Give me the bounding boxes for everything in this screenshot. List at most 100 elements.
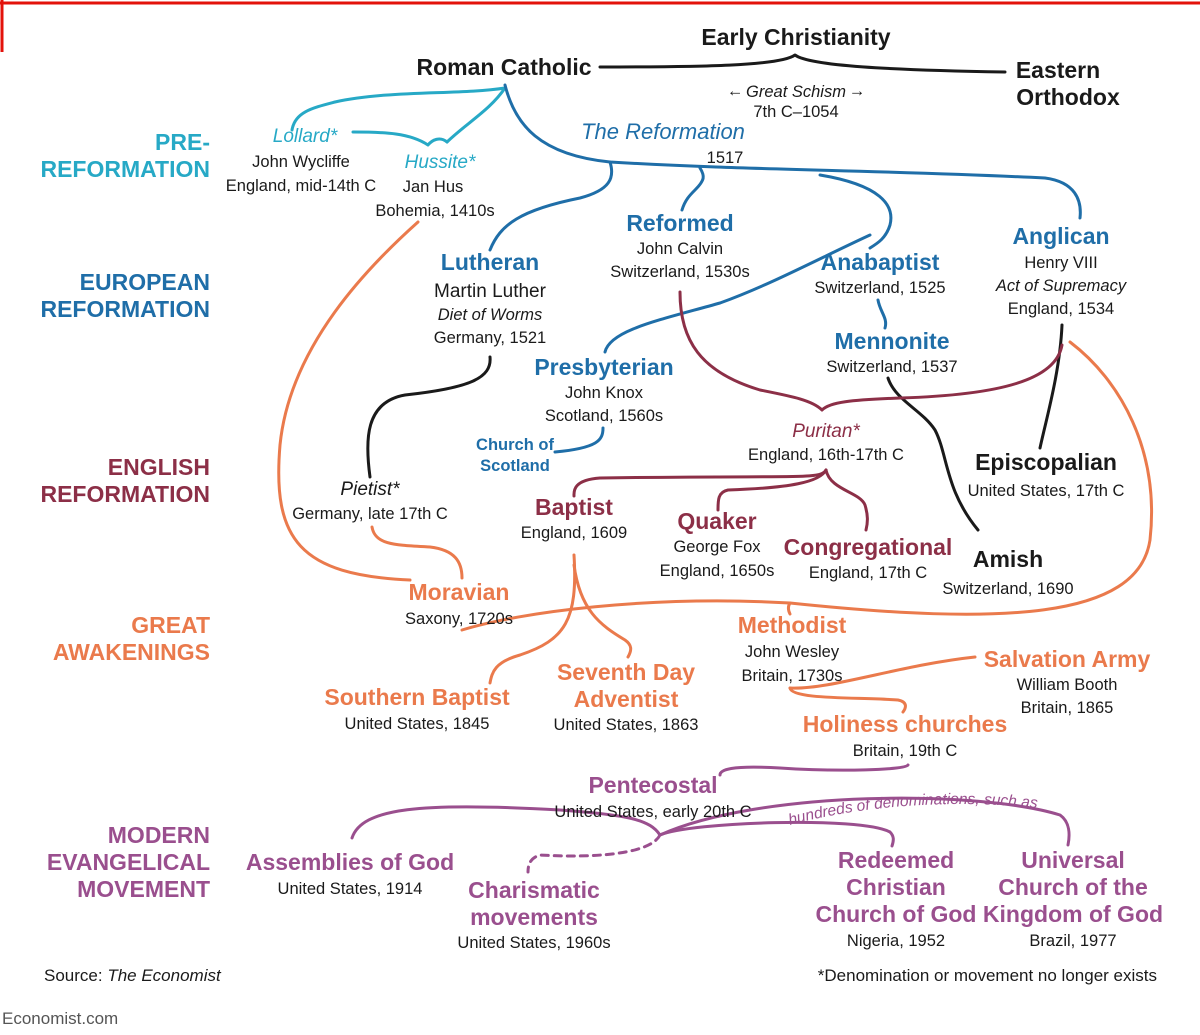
svg-text:John Wycliffe: John Wycliffe <box>252 153 350 171</box>
node-anglican: Anglican Henry VIII Act of Supremacy Eng… <box>995 223 1128 318</box>
node-holiness-churches: Holiness churches Britain, 19th C <box>803 711 1008 760</box>
reformation-to-reformed <box>680 166 705 212</box>
node-church-of-scotland: Church of Scotland <box>476 436 554 475</box>
svg-text:Switzerland, 1525: Switzerland, 1525 <box>814 279 945 297</box>
reformation-to-lutheran <box>488 160 614 252</box>
methodist-to-salvation <box>788 655 977 690</box>
baptist-to-sda <box>572 563 633 659</box>
svg-text:Christian: Christian <box>846 874 946 900</box>
svg-text:ENGLISH: ENGLISH <box>108 454 210 480</box>
svg-text:Bohemia, 1410s: Bohemia, 1410s <box>375 202 494 220</box>
svg-text:MOVEMENT: MOVEMENT <box>77 876 210 902</box>
svg-text:Eastern: Eastern <box>1016 57 1100 83</box>
corner-rule <box>0 0 1200 52</box>
node-salvation-army: Salvation Army William Booth Britain, 18… <box>984 646 1151 717</box>
svg-text:Britain, 19th C: Britain, 19th C <box>853 742 958 760</box>
svg-text:Switzerland, 1537: Switzerland, 1537 <box>826 358 957 376</box>
svg-text:United States, early 20th C: United States, early 20th C <box>554 803 751 821</box>
svg-text:Nigeria, 1952: Nigeria, 1952 <box>847 932 945 950</box>
svg-text:Charismatic: Charismatic <box>468 877 600 903</box>
svg-text:Assemblies of God: Assemblies of God <box>246 849 454 875</box>
era-european-reformation: EUROPEAN REFORMATION <box>40 269 210 322</box>
node-charismatic-movements: Charismatic movements United States, 196… <box>457 877 610 952</box>
svg-text:EUROPEAN: EUROPEAN <box>80 269 210 295</box>
svg-text:Amish: Amish <box>973 546 1043 572</box>
footer: Source: The Economist *Denomination or m… <box>2 966 1157 1028</box>
node-eastern-orthodox: Eastern Orthodox <box>1016 57 1120 110</box>
svg-text:Great Schism: Great Schism <box>746 83 846 101</box>
svg-text:Scotland, 1560s: Scotland, 1560s <box>545 407 663 425</box>
connector-lines <box>277 53 1153 874</box>
pentecostal-to-charismatic <box>526 833 662 874</box>
svg-text:movements: movements <box>470 904 598 930</box>
svg-text:William Booth: William Booth <box>1017 676 1118 694</box>
era-modern-evangelical: MODERN EVANGELICAL MOVEMENT <box>47 822 210 902</box>
svg-text:England, 1534: England, 1534 <box>1008 300 1114 318</box>
great-schism-note: Great Schism 7th C–1054 ← → <box>727 82 866 121</box>
pietist-to-moravian <box>370 525 464 580</box>
puritan-to-quaker <box>716 468 828 512</box>
svg-text:7th C–1054: 7th C–1054 <box>753 103 838 121</box>
svg-text:Scotland: Scotland <box>480 457 550 475</box>
svg-text:Baptist: Baptist <box>535 494 613 520</box>
svg-text:Germany, late 17th C: Germany, late 17th C <box>292 505 448 523</box>
node-puritan: Puritan* England, 16th-17th C <box>748 421 904 464</box>
pentecostal-to-assemblies <box>350 805 662 840</box>
pentecostal-to-ucg <box>658 796 1071 847</box>
node-mennonite: Mennonite Switzerland, 1537 <box>826 328 957 376</box>
svg-text:John Wesley: John Wesley <box>745 643 840 661</box>
svg-text:United States, 1914: United States, 1914 <box>278 880 423 898</box>
svg-text:England, mid-14th C: England, mid-14th C <box>226 177 377 195</box>
svg-text:Seventh Day: Seventh Day <box>557 659 695 685</box>
node-reformed: Reformed John Calvin Switzerland, 1530s <box>610 210 749 281</box>
svg-text:Switzerland, 1690: Switzerland, 1690 <box>942 580 1073 598</box>
svg-text:Church of God: Church of God <box>816 901 977 927</box>
node-seventh-day-adventist: Seventh Day Adventist United States, 186… <box>554 659 699 734</box>
svg-text:Henry VIII: Henry VIII <box>1024 254 1097 272</box>
footnote: *Denomination or movement no longer exis… <box>818 966 1157 985</box>
svg-text:Brazil, 1977: Brazil, 1977 <box>1029 932 1116 950</box>
svg-text:England, 17th C: England, 17th C <box>809 564 927 582</box>
holiness-to-pentecostal <box>718 763 910 777</box>
node-the-reformation: The Reformation 1517 <box>581 119 745 167</box>
svg-text:Universal: Universal <box>1021 847 1125 873</box>
svg-text:Martin Luther: Martin Luther <box>434 281 547 302</box>
catholic-to-reformation <box>503 83 1082 220</box>
svg-text:United States, 1845: United States, 1845 <box>345 715 490 733</box>
svg-text:Adventist: Adventist <box>574 686 679 712</box>
lutheran-to-pietist <box>366 355 492 479</box>
methodist-to-holiness <box>788 686 907 714</box>
svg-text:John Calvin: John Calvin <box>637 240 723 258</box>
source-line: Source: The Economist <box>44 966 222 985</box>
node-redeemed-christian-church: Redeemed Christian Church of God Nigeria… <box>816 847 977 950</box>
svg-text:Methodist: Methodist <box>738 612 847 638</box>
svg-text:Lutheran: Lutheran <box>441 249 539 275</box>
svg-text:Germany, 1521: Germany, 1521 <box>434 329 547 347</box>
svg-text:Episcopalian: Episcopalian <box>975 449 1117 475</box>
schism-right-arrow: → <box>849 82 866 100</box>
svg-text:United States, 17th C: United States, 17th C <box>968 482 1125 500</box>
svg-text:Hussite*: Hussite* <box>405 152 476 173</box>
catholic-to-hussite <box>445 86 507 144</box>
svg-text:Presbyterian: Presbyterian <box>534 354 673 380</box>
svg-text:England, 1650s: England, 1650s <box>660 562 775 580</box>
svg-text:REFORMATION: REFORMATION <box>40 296 210 322</box>
lollard-hussite-brace <box>351 130 449 147</box>
svg-text:Pietist*: Pietist* <box>340 479 400 500</box>
node-amish: Amish Switzerland, 1690 <box>942 546 1073 598</box>
svg-text:REFORMATION: REFORMATION <box>40 156 210 182</box>
svg-text:Salvation Army: Salvation Army <box>984 646 1151 672</box>
svg-text:Britain, 1865: Britain, 1865 <box>1021 699 1114 717</box>
svg-text:Orthodox: Orthodox <box>1016 84 1120 110</box>
node-moravian: Moravian Saxony, 1720s <box>405 579 513 628</box>
puritan-to-congregational <box>824 468 869 532</box>
svg-text:Redeemed: Redeemed <box>838 847 954 873</box>
svg-text:AWAKENINGS: AWAKENINGS <box>53 639 210 665</box>
svg-text:Reformed: Reformed <box>626 210 733 236</box>
reformed-to-puritan <box>678 290 824 412</box>
svg-text:George Fox: George Fox <box>673 538 761 556</box>
svg-text:John Knox: John Knox <box>565 384 644 402</box>
node-presbyterian: Presbyterian John Knox Scotland, 1560s <box>534 354 673 425</box>
node-quaker: Quaker England, 1650s George Fox <box>660 508 775 580</box>
